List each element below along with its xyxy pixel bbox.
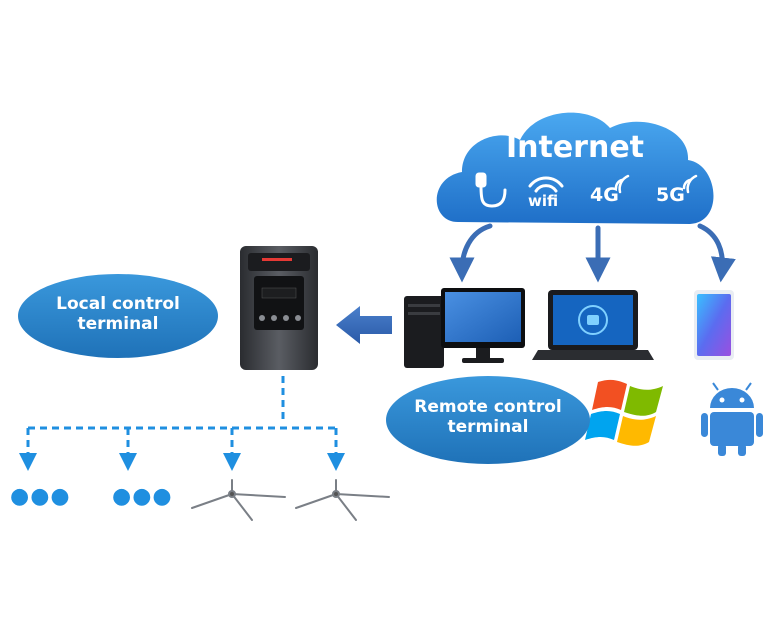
wifi-label: wifi <box>528 192 559 210</box>
ceiling-fan-icon <box>191 479 286 521</box>
control-arrow-left <box>336 306 392 344</box>
remote-terminal-line2: terminal <box>447 417 529 438</box>
remote-terminal-label: Remote control terminal <box>393 397 583 438</box>
dashed-distribution-tree <box>19 376 345 471</box>
5g-label: 5G <box>656 184 685 206</box>
endpoint-dots: ●●● <box>112 484 173 509</box>
local-terminal-oval <box>18 274 218 358</box>
cloud-arrows <box>449 223 736 283</box>
smartphone-icon <box>694 290 734 360</box>
wifi-icon <box>528 176 564 193</box>
cellular-5g-icon <box>682 174 698 194</box>
android-robot-icon <box>701 382 763 456</box>
ceiling-fan-icon <box>295 479 390 521</box>
windows-logo-icon <box>585 379 663 446</box>
local-terminal-label: Local control terminal <box>28 294 208 335</box>
endpoint-dots: ●●● <box>10 484 71 509</box>
cellular-4g-icon <box>614 174 630 194</box>
fan-controller-device <box>240 246 318 370</box>
4g-label: 4G <box>590 184 619 206</box>
desktop-computer-icon <box>404 288 525 368</box>
local-terminal-line2: terminal <box>77 314 159 335</box>
remote-terminal-line1: Remote control <box>414 397 562 417</box>
laptop-icon <box>532 290 654 360</box>
wired-plug-icon <box>475 172 507 208</box>
local-terminal-line1: Local control <box>56 294 180 314</box>
cloud-title: Internet <box>505 130 645 165</box>
remote-terminal-oval <box>386 376 590 464</box>
